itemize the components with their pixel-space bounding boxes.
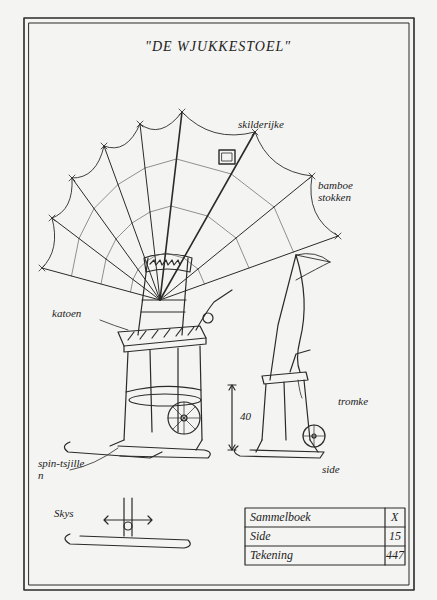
wing-stroke <box>42 218 55 268</box>
wing-stroke <box>131 280 134 293</box>
part-label: tromke <box>338 396 368 408</box>
wing-stroke <box>132 212 150 223</box>
title: "DE WJUKKESTOEL" <box>145 40 291 55</box>
wing-stroke <box>101 259 106 284</box>
wing-stroke <box>145 159 177 168</box>
wing-stroke <box>118 168 145 185</box>
wing-stroke <box>208 216 237 238</box>
wing-stroke <box>274 207 294 252</box>
wing-stroke <box>72 178 160 300</box>
wing-stroke <box>72 146 104 178</box>
wing-stroke <box>52 178 72 218</box>
dimension: 40 <box>240 411 251 423</box>
wing-stroke <box>335 233 341 239</box>
wing-stroke <box>116 223 132 239</box>
wing-stroke <box>79 209 94 239</box>
wing-stroke <box>171 206 208 216</box>
part-label: Skys <box>54 508 74 520</box>
table-cell: X <box>391 511 398 524</box>
table-cell: 447 <box>386 549 404 562</box>
table-cell: 15 <box>389 530 401 543</box>
wing-stroke <box>236 238 249 268</box>
part-label: side <box>322 464 340 476</box>
table-cell: Sammelboek <box>250 511 311 524</box>
table-cell: Tekening <box>250 549 293 562</box>
part-label: katoen <box>52 308 81 320</box>
wing-stroke <box>160 132 255 300</box>
wing-stroke <box>231 174 274 207</box>
wing-stroke <box>255 132 312 176</box>
wing-stroke <box>72 239 80 277</box>
wing-stroke <box>104 124 140 148</box>
part-label: spin-tsjillen <box>38 458 88 481</box>
wing-stroke <box>133 270 138 280</box>
wing-stroke <box>106 239 116 259</box>
table-cell: Side <box>250 530 271 543</box>
part-label: skilderijke <box>238 119 284 131</box>
wing-stroke <box>150 206 171 212</box>
part-label: bamboe stokken <box>318 180 366 203</box>
wing-stroke <box>140 112 182 130</box>
wing-stroke <box>94 185 118 209</box>
wing-stroke <box>198 269 205 284</box>
